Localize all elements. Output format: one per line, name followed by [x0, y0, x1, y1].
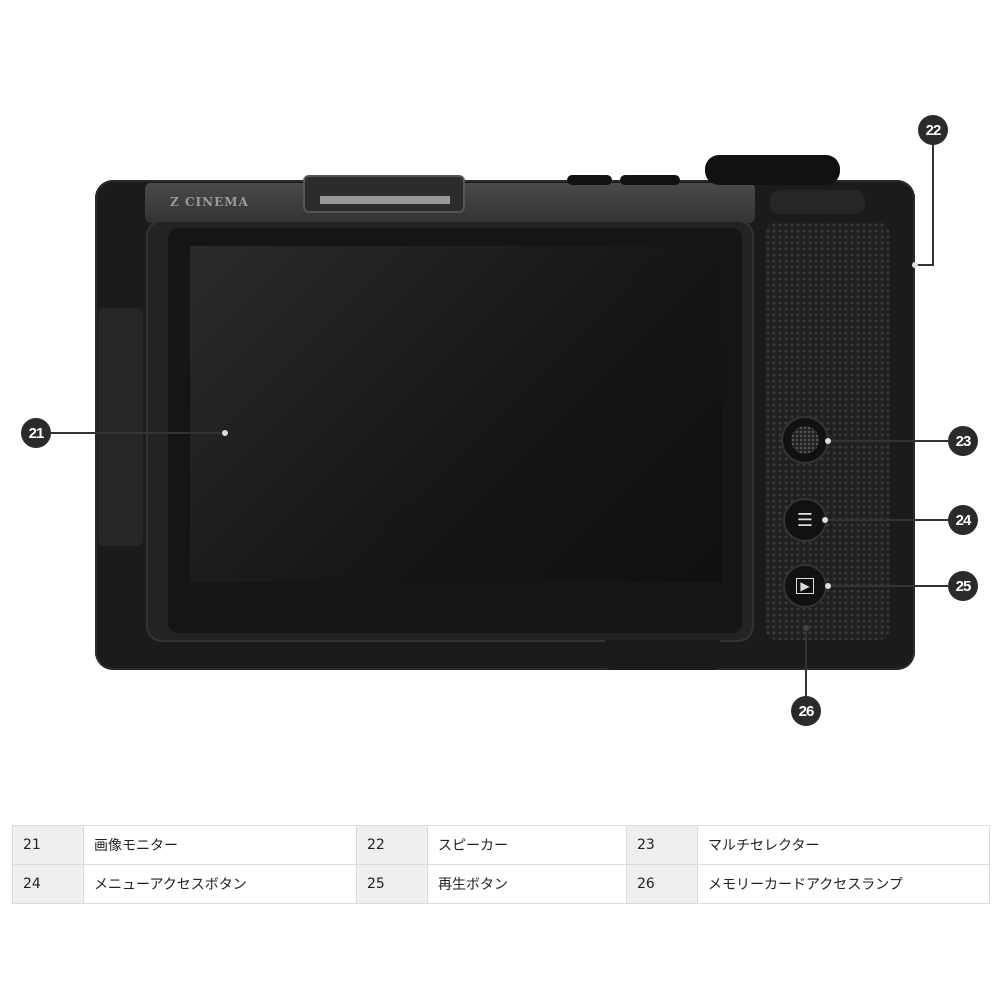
leader-line-25 [828, 585, 948, 587]
access-lamp [803, 625, 809, 631]
leader-line-22b [915, 264, 934, 266]
leader-dot-22 [912, 262, 918, 268]
menu-icon: ☰ [796, 509, 814, 531]
monitor-display [190, 246, 722, 582]
leader-dot-25 [825, 583, 831, 589]
mode-dial [705, 155, 840, 185]
legend-label: メモリーカードアクセスランプ [697, 864, 990, 904]
top-button-2 [620, 175, 680, 185]
multi-selector-center [791, 426, 819, 454]
leader-line-26 [805, 630, 807, 700]
leader-line-23 [828, 440, 948, 442]
callout-24: 24 [948, 505, 978, 535]
legend-label: 画像モニター [83, 825, 357, 865]
bottom-tab [605, 640, 720, 670]
legend-label: マルチセレクター [697, 825, 990, 865]
leader-line-21 [50, 432, 225, 434]
leader-line-22 [932, 140, 934, 266]
play-button[interactable]: ▶ [783, 564, 827, 608]
table-row: 24 メニューアクセスボタン 25 再生ボタン 26 メモリーカードアクセスラン… [12, 864, 990, 904]
legend-number: 22 [356, 825, 428, 865]
table-row: 21 画像モニター 22 スピーカー 23 マルチセレクター [12, 825, 990, 865]
menu-button[interactable]: ☰ [783, 498, 827, 542]
legend-label: メニューアクセスボタン [83, 864, 357, 904]
top-button-1 [567, 175, 612, 185]
callout-22: 22 [918, 115, 948, 145]
legend-label: スピーカー [427, 825, 627, 865]
command-dial [770, 190, 865, 214]
legend-number: 24 [12, 864, 84, 904]
hot-shoe [303, 175, 465, 213]
callout-21: 21 [21, 418, 51, 448]
leader-dot-24 [822, 517, 828, 523]
legend-table: 21 画像モニター 22 スピーカー 23 マルチセレクター 24 メニューアク… [12, 825, 990, 904]
multi-selector[interactable] [781, 416, 829, 464]
callout-25: 25 [948, 571, 978, 601]
leader-line-24 [825, 519, 950, 521]
legend-number: 26 [626, 864, 698, 904]
leader-dot-21 [222, 430, 228, 436]
legend-label: 再生ボタン [427, 864, 627, 904]
hot-shoe-rail [320, 196, 450, 204]
play-icon: ▶ [796, 578, 814, 594]
callout-23: 23 [948, 426, 978, 456]
legend-number: 21 [12, 825, 84, 865]
leader-dot-23 [825, 438, 831, 444]
logo: Z CINEMA [170, 195, 249, 209]
legend-number: 25 [356, 864, 428, 904]
side-panel [98, 308, 143, 546]
legend-number: 23 [626, 825, 698, 865]
callout-26: 26 [791, 696, 821, 726]
